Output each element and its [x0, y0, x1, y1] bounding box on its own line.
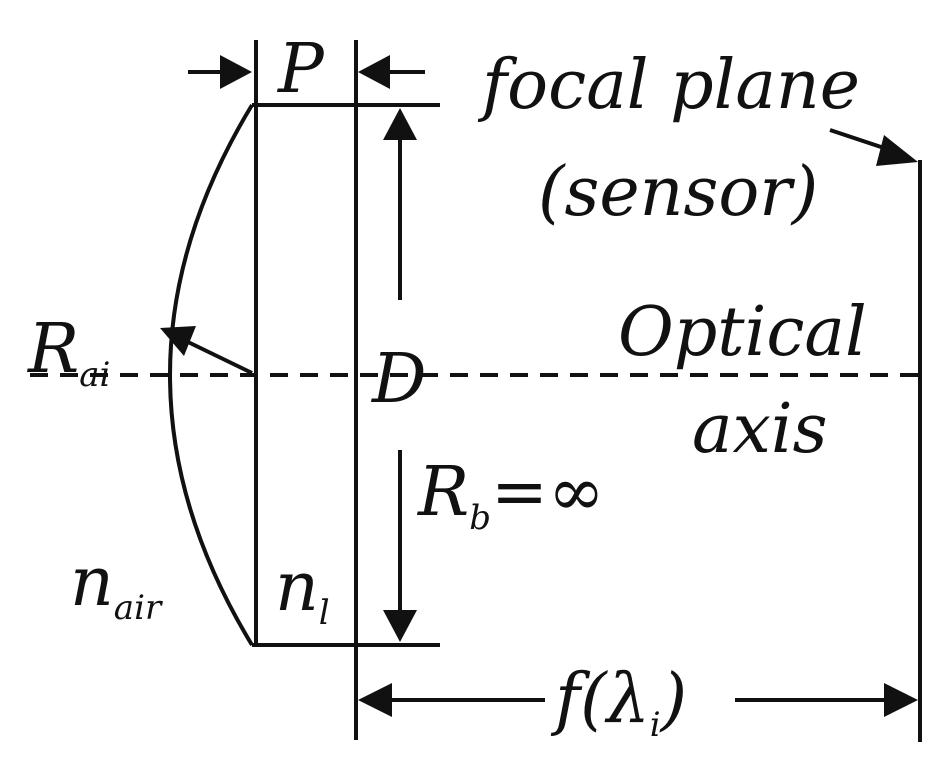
focal-plane-pointer-head: [876, 135, 918, 166]
back-radius-value: =∞: [491, 453, 605, 532]
medium-lens-subscript: l: [319, 593, 330, 633]
medium-lens-label: nl: [275, 548, 330, 633]
front-radius-symbol: R: [26, 310, 79, 389]
lens-front-surface: [168, 103, 254, 647]
focal-plane-label-line1: focal plane: [477, 46, 860, 125]
thickness-arrow-left-head: [220, 55, 252, 89]
diameter-arrow-lower-head: [383, 610, 417, 642]
front-radius-arrow-shaft: [187, 340, 253, 375]
focal-plane-pointer-shaft: [829, 128, 891, 152]
diameter-label: D: [370, 340, 427, 419]
focal-length-close: ): [659, 660, 688, 739]
back-radius-subscript: b: [469, 498, 491, 538]
thickness-label: P: [276, 30, 325, 109]
medium-air-label: nair: [70, 543, 163, 628]
focal-length-subscript: i: [650, 705, 661, 745]
focal-plane-label-line2: (sensor): [538, 153, 818, 232]
focal-length-label: f(λi): [550, 660, 687, 745]
optical-axis-label-line1: Optical: [618, 293, 867, 372]
focal-length-arrow-right-head: [884, 683, 918, 717]
medium-air-subscript: air: [114, 588, 163, 628]
front-radius-subscript: ai: [79, 355, 110, 395]
focal-length-symbol: f(λ: [550, 660, 650, 739]
medium-air-symbol: n: [70, 543, 114, 622]
back-radius-symbol: R: [416, 453, 469, 532]
front-radius-arrow-head: [160, 326, 196, 356]
thickness-arrow-right-head: [358, 55, 390, 89]
diameter-arrow-upper-head: [383, 108, 417, 140]
back-radius-label: Rb=∞: [416, 453, 605, 538]
medium-lens-symbol: n: [275, 548, 319, 627]
optical-axis-label-line2: axis: [692, 390, 828, 469]
focal-length-arrow-left-head: [358, 683, 392, 717]
front-radius-label: Rai: [26, 310, 110, 395]
